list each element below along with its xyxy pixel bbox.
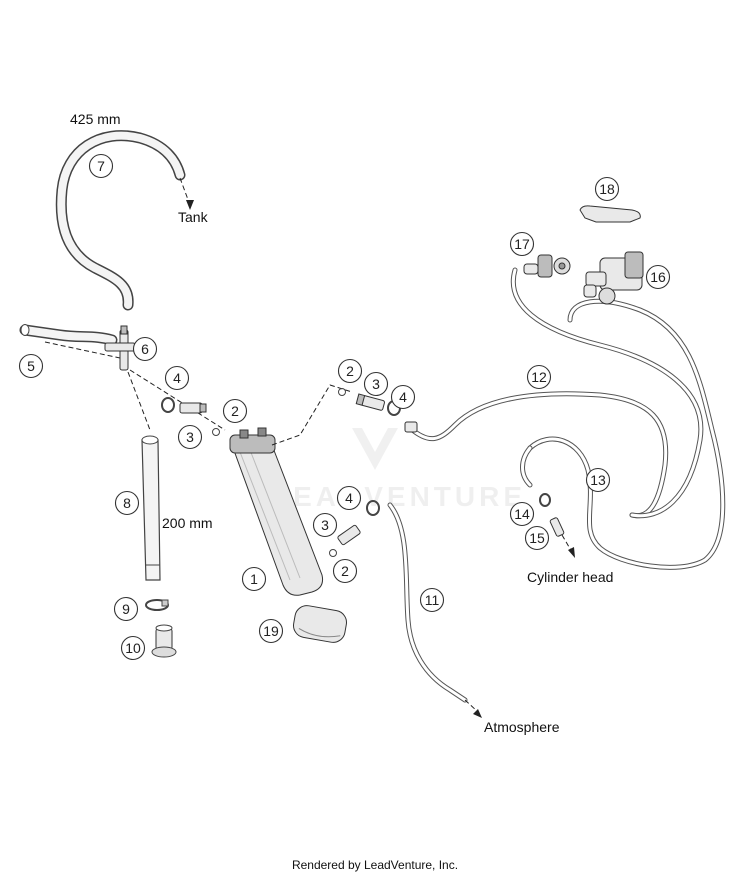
svg-text:4: 4	[345, 490, 353, 506]
callout-1: 1	[241, 566, 267, 592]
nipple-3-upper	[355, 393, 385, 411]
hose-7-425mm	[55, 130, 194, 311]
callout-19: 19	[258, 618, 284, 644]
callout-2-upper: 2	[337, 358, 363, 384]
callout-3-middle: 3	[312, 512, 338, 538]
svg-text:3: 3	[186, 429, 194, 445]
nipple-3-left	[179, 402, 207, 414]
nipple-3-middle	[337, 524, 361, 546]
cap-19	[293, 605, 347, 643]
callout-10: 10	[120, 635, 146, 661]
callout-17: 17	[509, 231, 535, 257]
leadventure-watermark: LEADVENTURE	[272, 428, 526, 512]
o-ring-2-upper	[338, 388, 346, 396]
callout-7: 7	[88, 153, 114, 179]
callout-4-upper: 4	[390, 384, 416, 410]
hose-13	[520, 298, 726, 570]
plug-10	[151, 624, 177, 658]
callout-3-upper: 3	[363, 371, 389, 397]
svg-text:LEADVENTURE: LEADVENTURE	[272, 481, 526, 512]
svg-text:3: 3	[372, 376, 380, 392]
svg-text:3: 3	[321, 517, 329, 533]
callout-18: 18	[594, 176, 620, 202]
svg-text:13: 13	[590, 472, 606, 488]
svg-text:6: 6	[141, 341, 149, 357]
clamp-9	[145, 599, 169, 611]
clamp-4-left	[161, 397, 175, 413]
svg-text:16: 16	[650, 269, 666, 285]
clamp-14	[539, 493, 551, 507]
svg-text:10: 10	[125, 640, 141, 656]
guide-line-t-to-canister	[129, 369, 226, 431]
hose-8-200mm	[141, 435, 161, 581]
footer-credit: Rendered by LeadVenture, Inc.	[291, 858, 459, 872]
svg-text:15: 15	[529, 530, 545, 546]
callout-13: 13	[585, 467, 611, 493]
callout-11: 11	[419, 587, 445, 613]
svg-text:11: 11	[425, 592, 440, 608]
label-425mm: 425 mm	[70, 111, 121, 127]
label-cylinder-head: Cylinder head	[527, 569, 613, 585]
hose-11	[387, 502, 482, 718]
svg-text:4: 4	[399, 389, 407, 405]
callout-4-left: 4	[164, 365, 190, 391]
callout-12: 12	[526, 364, 552, 390]
clamp-4-middle	[366, 500, 380, 516]
svg-text:17: 17	[514, 236, 530, 252]
callout-2-left: 2	[222, 398, 248, 424]
svg-text:2: 2	[231, 403, 239, 419]
purge-valve-16	[583, 251, 644, 305]
callout-14: 14	[509, 501, 535, 527]
svg-text:7: 7	[97, 158, 105, 174]
svg-text:12: 12	[531, 369, 547, 385]
bracket-18	[579, 205, 641, 223]
elbow-connector-17	[523, 254, 571, 278]
hose-12	[404, 267, 704, 519]
o-ring-2-left	[212, 428, 220, 436]
svg-text:19: 19	[263, 623, 279, 639]
callout-3-left: 3	[177, 424, 203, 450]
callout-5: 5	[18, 353, 44, 379]
guide-line-t-to-hose-8	[127, 371, 151, 431]
nipple-15	[549, 517, 575, 558]
svg-text:9: 9	[122, 601, 130, 617]
svg-text:2: 2	[341, 563, 349, 579]
label-200mm: 200 mm	[162, 515, 213, 531]
callout-2-middle: 2	[332, 558, 358, 584]
o-ring-2-middle	[329, 549, 337, 557]
callout-15: 15	[524, 525, 550, 551]
svg-text:1: 1	[250, 571, 258, 587]
callout-8: 8	[114, 490, 140, 516]
callout-6: 6	[132, 336, 158, 362]
svg-text:2: 2	[346, 363, 354, 379]
svg-text:4: 4	[173, 370, 181, 386]
svg-text:18: 18	[599, 181, 615, 197]
label-tank: Tank	[178, 209, 209, 225]
callout-4-middle: 4	[336, 485, 362, 511]
label-atmosphere: Atmosphere	[484, 719, 560, 735]
carbon-canister-1	[229, 427, 323, 596]
callout-9: 9	[113, 596, 139, 622]
t-piece-6	[104, 325, 136, 371]
guide-line-canister-to-fitting	[271, 384, 353, 446]
svg-text:8: 8	[123, 495, 131, 511]
svg-text:5: 5	[27, 358, 35, 374]
svg-text:14: 14	[514, 506, 530, 522]
hose-5	[19, 324, 121, 359]
callout-16: 16	[645, 264, 671, 290]
